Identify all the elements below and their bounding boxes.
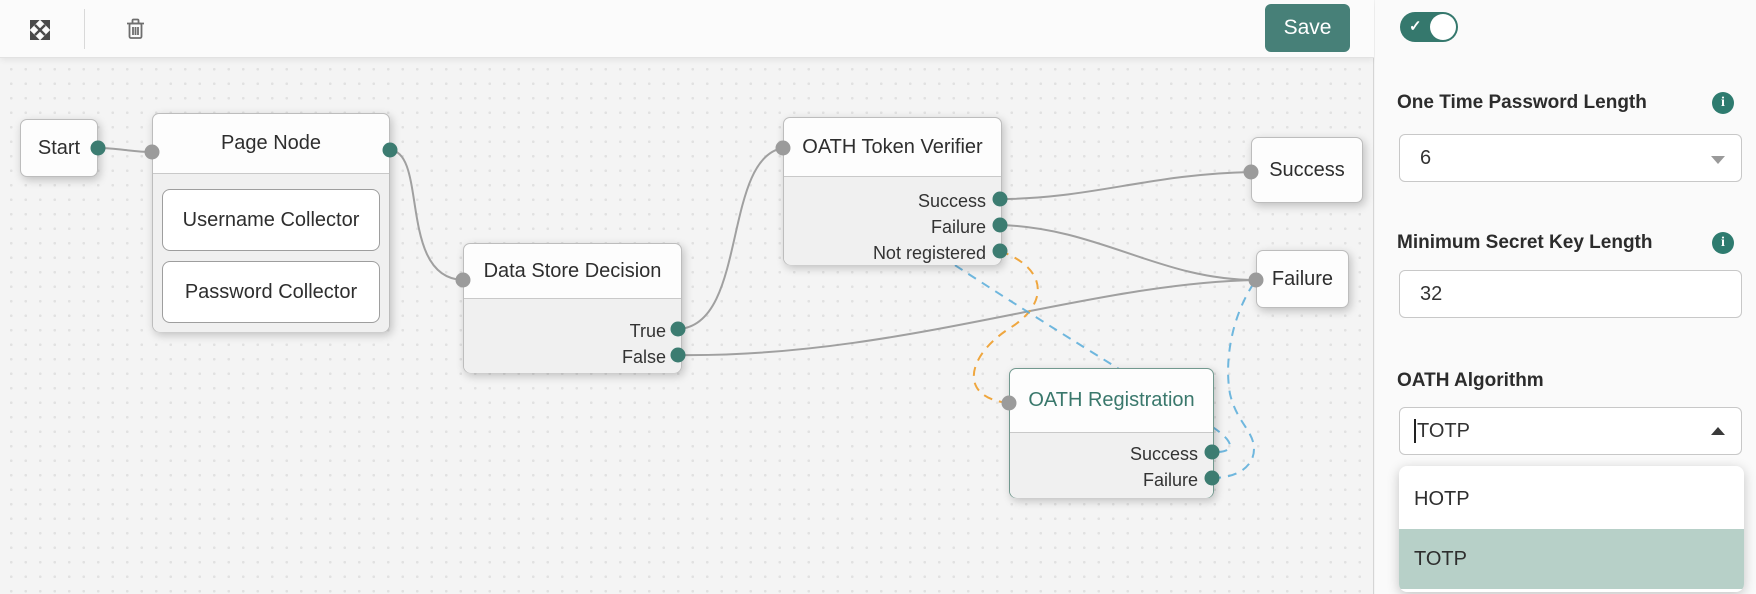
node-oath-token-verifier-title: OATH Token Verifier (802, 135, 983, 158)
node-oath-registration-title: OATH Registration (1028, 389, 1195, 411)
oath-algorithm-label: OATH Algorithm (1397, 370, 1544, 391)
otp-length-label: One Time Password Length (1397, 92, 1647, 113)
node-page-node-title: Page Node (220, 132, 322, 154)
port-in-oath-registration[interactable] (1001, 395, 1017, 411)
connection-true-to-oath-token-verifier (677, 147, 784, 330)
info-icon[interactable]: i (1712, 232, 1734, 254)
chevron-down-icon (1711, 156, 1725, 164)
node-password-collector[interactable]: Password Collector (162, 261, 380, 323)
expand-arrows-icon[interactable] (30, 20, 50, 40)
connection-page-node-to-data-store-decision (389, 149, 464, 281)
output-label-failure: Failure (930, 217, 986, 237)
port-out-verifier-failure[interactable] (992, 217, 1008, 233)
node-oath-token-verifier[interactable]: OATH Token Verifier Success Failure Not … (783, 117, 1002, 265)
node-settings-panel: ✓ One Time Password Length i 6 Minimum S… (1375, 0, 1756, 594)
connection-verifier-failure-to-failure (999, 224, 1257, 281)
port-out-registration-failure[interactable] (1204, 470, 1220, 486)
menu-option-hotp[interactable]: HOTP (1414, 487, 1470, 510)
node-data-store-decision-title: Data Store Decision (483, 259, 662, 282)
trash-icon[interactable] (126, 18, 145, 40)
output-label-true: True (629, 321, 666, 341)
port-in-success[interactable] (1243, 164, 1259, 180)
node-start-title: Start (37, 136, 81, 159)
node-failure[interactable]: Failure (1256, 250, 1349, 308)
connection-false-to-failure (677, 279, 1257, 357)
port-out-start[interactable] (90, 140, 106, 156)
output-label-false: False (621, 347, 666, 367)
toggle-knob (1430, 14, 1456, 40)
port-out-page-node[interactable] (382, 142, 398, 158)
enabled-toggle[interactable]: ✓ (1400, 12, 1458, 42)
flow-canvas[interactable]: Start Page Node Username Collector Passw… (0, 0, 1374, 594)
info-icon[interactable]: i (1712, 92, 1734, 114)
chevron-up-icon (1711, 427, 1725, 435)
node-start[interactable]: Start (20, 119, 98, 177)
port-in-failure[interactable] (1248, 272, 1264, 288)
connection-verifier-success-to-success (999, 171, 1252, 200)
node-page-node[interactable]: Page Node Username Collector Password Co… (152, 113, 390, 332)
toolbar-divider (84, 9, 85, 49)
port-out-false[interactable] (670, 347, 686, 363)
port-out-not-registered[interactable] (992, 243, 1008, 259)
check-icon: ✓ (1409, 18, 1422, 35)
output-label-failure: Failure (1142, 470, 1198, 490)
oath-algorithm-dropdown-menu: HOTP TOTP (1399, 466, 1744, 592)
node-data-store-decision[interactable]: Data Store Decision True False (463, 243, 682, 373)
min-secret-key-input[interactable]: 32 (1399, 270, 1742, 318)
node-failure-title: Failure (1271, 267, 1334, 290)
output-label-success: Success (1129, 444, 1198, 464)
port-out-verifier-success[interactable] (992, 191, 1008, 207)
text-cursor (1414, 419, 1416, 443)
menu-option-totp[interactable]: TOTP (1399, 529, 1744, 589)
save-button[interactable]: Save (1265, 4, 1350, 52)
node-oath-registration[interactable]: OATH Registration Success Failure (1009, 368, 1214, 498)
port-out-registration-success[interactable] (1204, 444, 1220, 460)
port-out-true[interactable] (670, 321, 686, 337)
node-success-title: Success (1269, 158, 1345, 181)
otp-length-select[interactable]: 6 (1399, 134, 1742, 182)
oath-algorithm-combobox[interactable]: TOTP (1399, 407, 1742, 455)
output-label-success: Success (917, 191, 986, 211)
port-in-data-store-decision[interactable] (455, 272, 471, 288)
port-in-page-node[interactable] (144, 144, 160, 160)
node-username-collector[interactable]: Username Collector (162, 189, 380, 251)
node-success[interactable]: Success (1251, 137, 1363, 203)
min-secret-key-label: Minimum Secret Key Length (1397, 232, 1653, 253)
output-label-not-registered: Not registered (872, 243, 986, 263)
port-in-oath-token-verifier[interactable] (775, 140, 791, 156)
canvas-toolbar: Save (0, 0, 1374, 58)
